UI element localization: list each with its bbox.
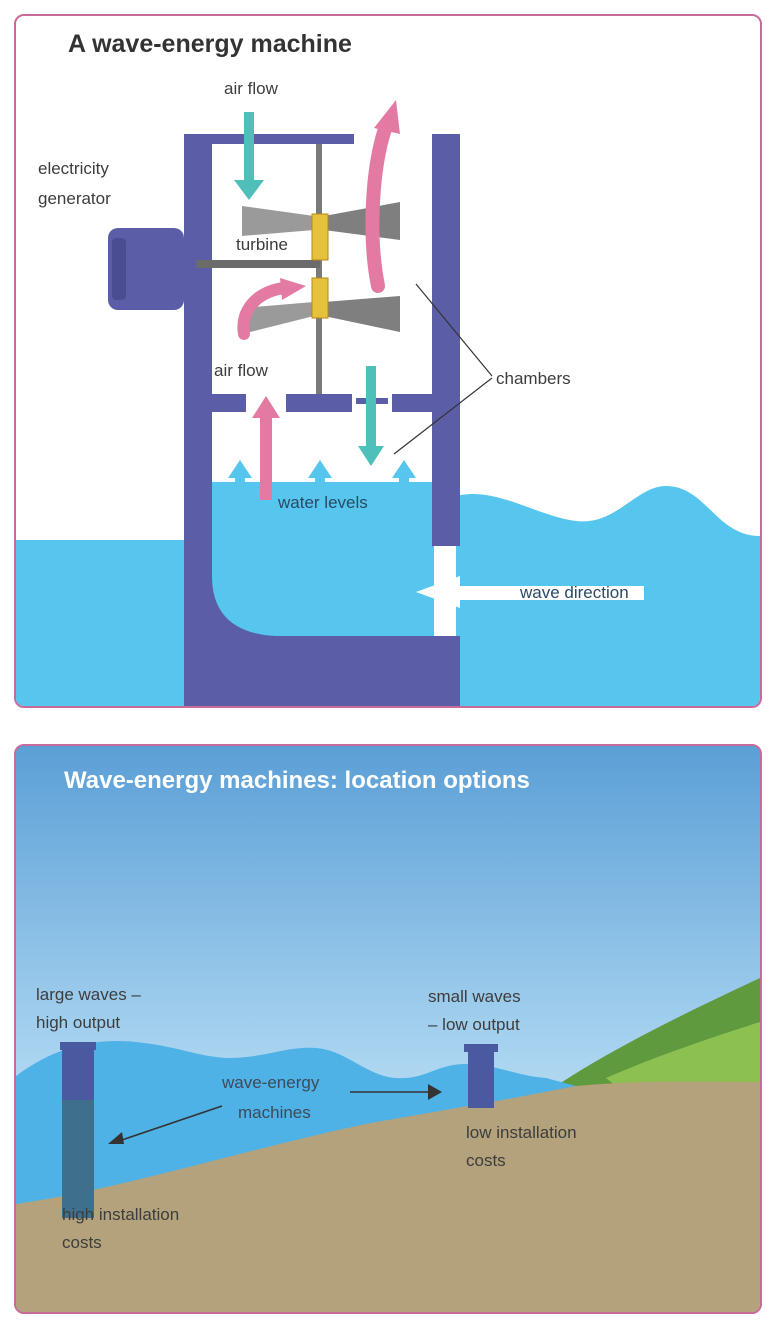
small-wave-energy-machine [464,1044,498,1108]
turbine-shaft [316,144,322,394]
label-air-flow-bottom: air flow [214,361,269,380]
air-out-arrow-bottom [358,366,384,466]
wave-energy-machine-panel: A wave-energy machine air flow electrici… [14,14,762,708]
sea-water-left [16,540,186,706]
label-small-waves-1: small waves [428,987,521,1006]
generator-shaft [196,260,320,268]
label-turbine: turbine [236,235,288,254]
label-low-installation-1: low installation [466,1123,577,1142]
panel-title: A wave-energy machine [68,30,352,58]
turbine-upper-blade [242,202,400,261]
water-level-arrows [228,460,416,484]
chamber-water [212,482,434,636]
machine-structure [184,134,460,706]
label-high-installation-2: costs [62,1233,102,1252]
wave-direction-arrow [416,576,644,608]
seabed [16,1081,760,1312]
label-large-waves-2: high output [36,1013,120,1032]
arrowhead-right [428,1084,442,1100]
chambers-pointer-lines [393,283,493,455]
label-electricity-generator-2: generator [38,189,111,208]
air-in-arrow-bottom [252,396,280,500]
label-high-installation-1: high installation [62,1205,179,1224]
machines-pointer-arrows [115,1091,436,1143]
location-options-panel: Wave-energy machines: location options l… [14,744,762,1314]
label-air-flow-top: air flow [224,79,279,98]
label-water-levels: water levels [277,493,368,512]
label-machines-1: wave-energy [221,1073,320,1092]
label-large-waves-1: large waves – [36,985,141,1004]
label-electricity-generator-1: electricity [38,159,109,178]
air-in-arrow-top [234,112,264,200]
air-out-arrow-top [365,100,400,293]
label-chambers: chambers [496,369,571,388]
wave-energy-machine-diagram: A wave-energy machine air flow electrici… [16,30,760,706]
label-small-waves-2: – low output [428,1015,520,1034]
arrowhead-left [108,1132,124,1144]
label-wave-direction: wave direction [519,583,629,602]
large-wave-energy-machine [60,1042,96,1218]
label-machines-2: machines [238,1103,311,1122]
turbine-lower-blade [242,277,400,334]
air-out-arrow-lower [237,278,306,340]
location-options-diagram: Wave-energy machines: location options l… [16,746,760,1312]
electricity-generator-icon [108,228,184,310]
label-low-installation-2: costs [466,1151,506,1170]
hill-light [606,1022,760,1086]
panel-title: Wave-energy machines: location options [64,767,530,794]
